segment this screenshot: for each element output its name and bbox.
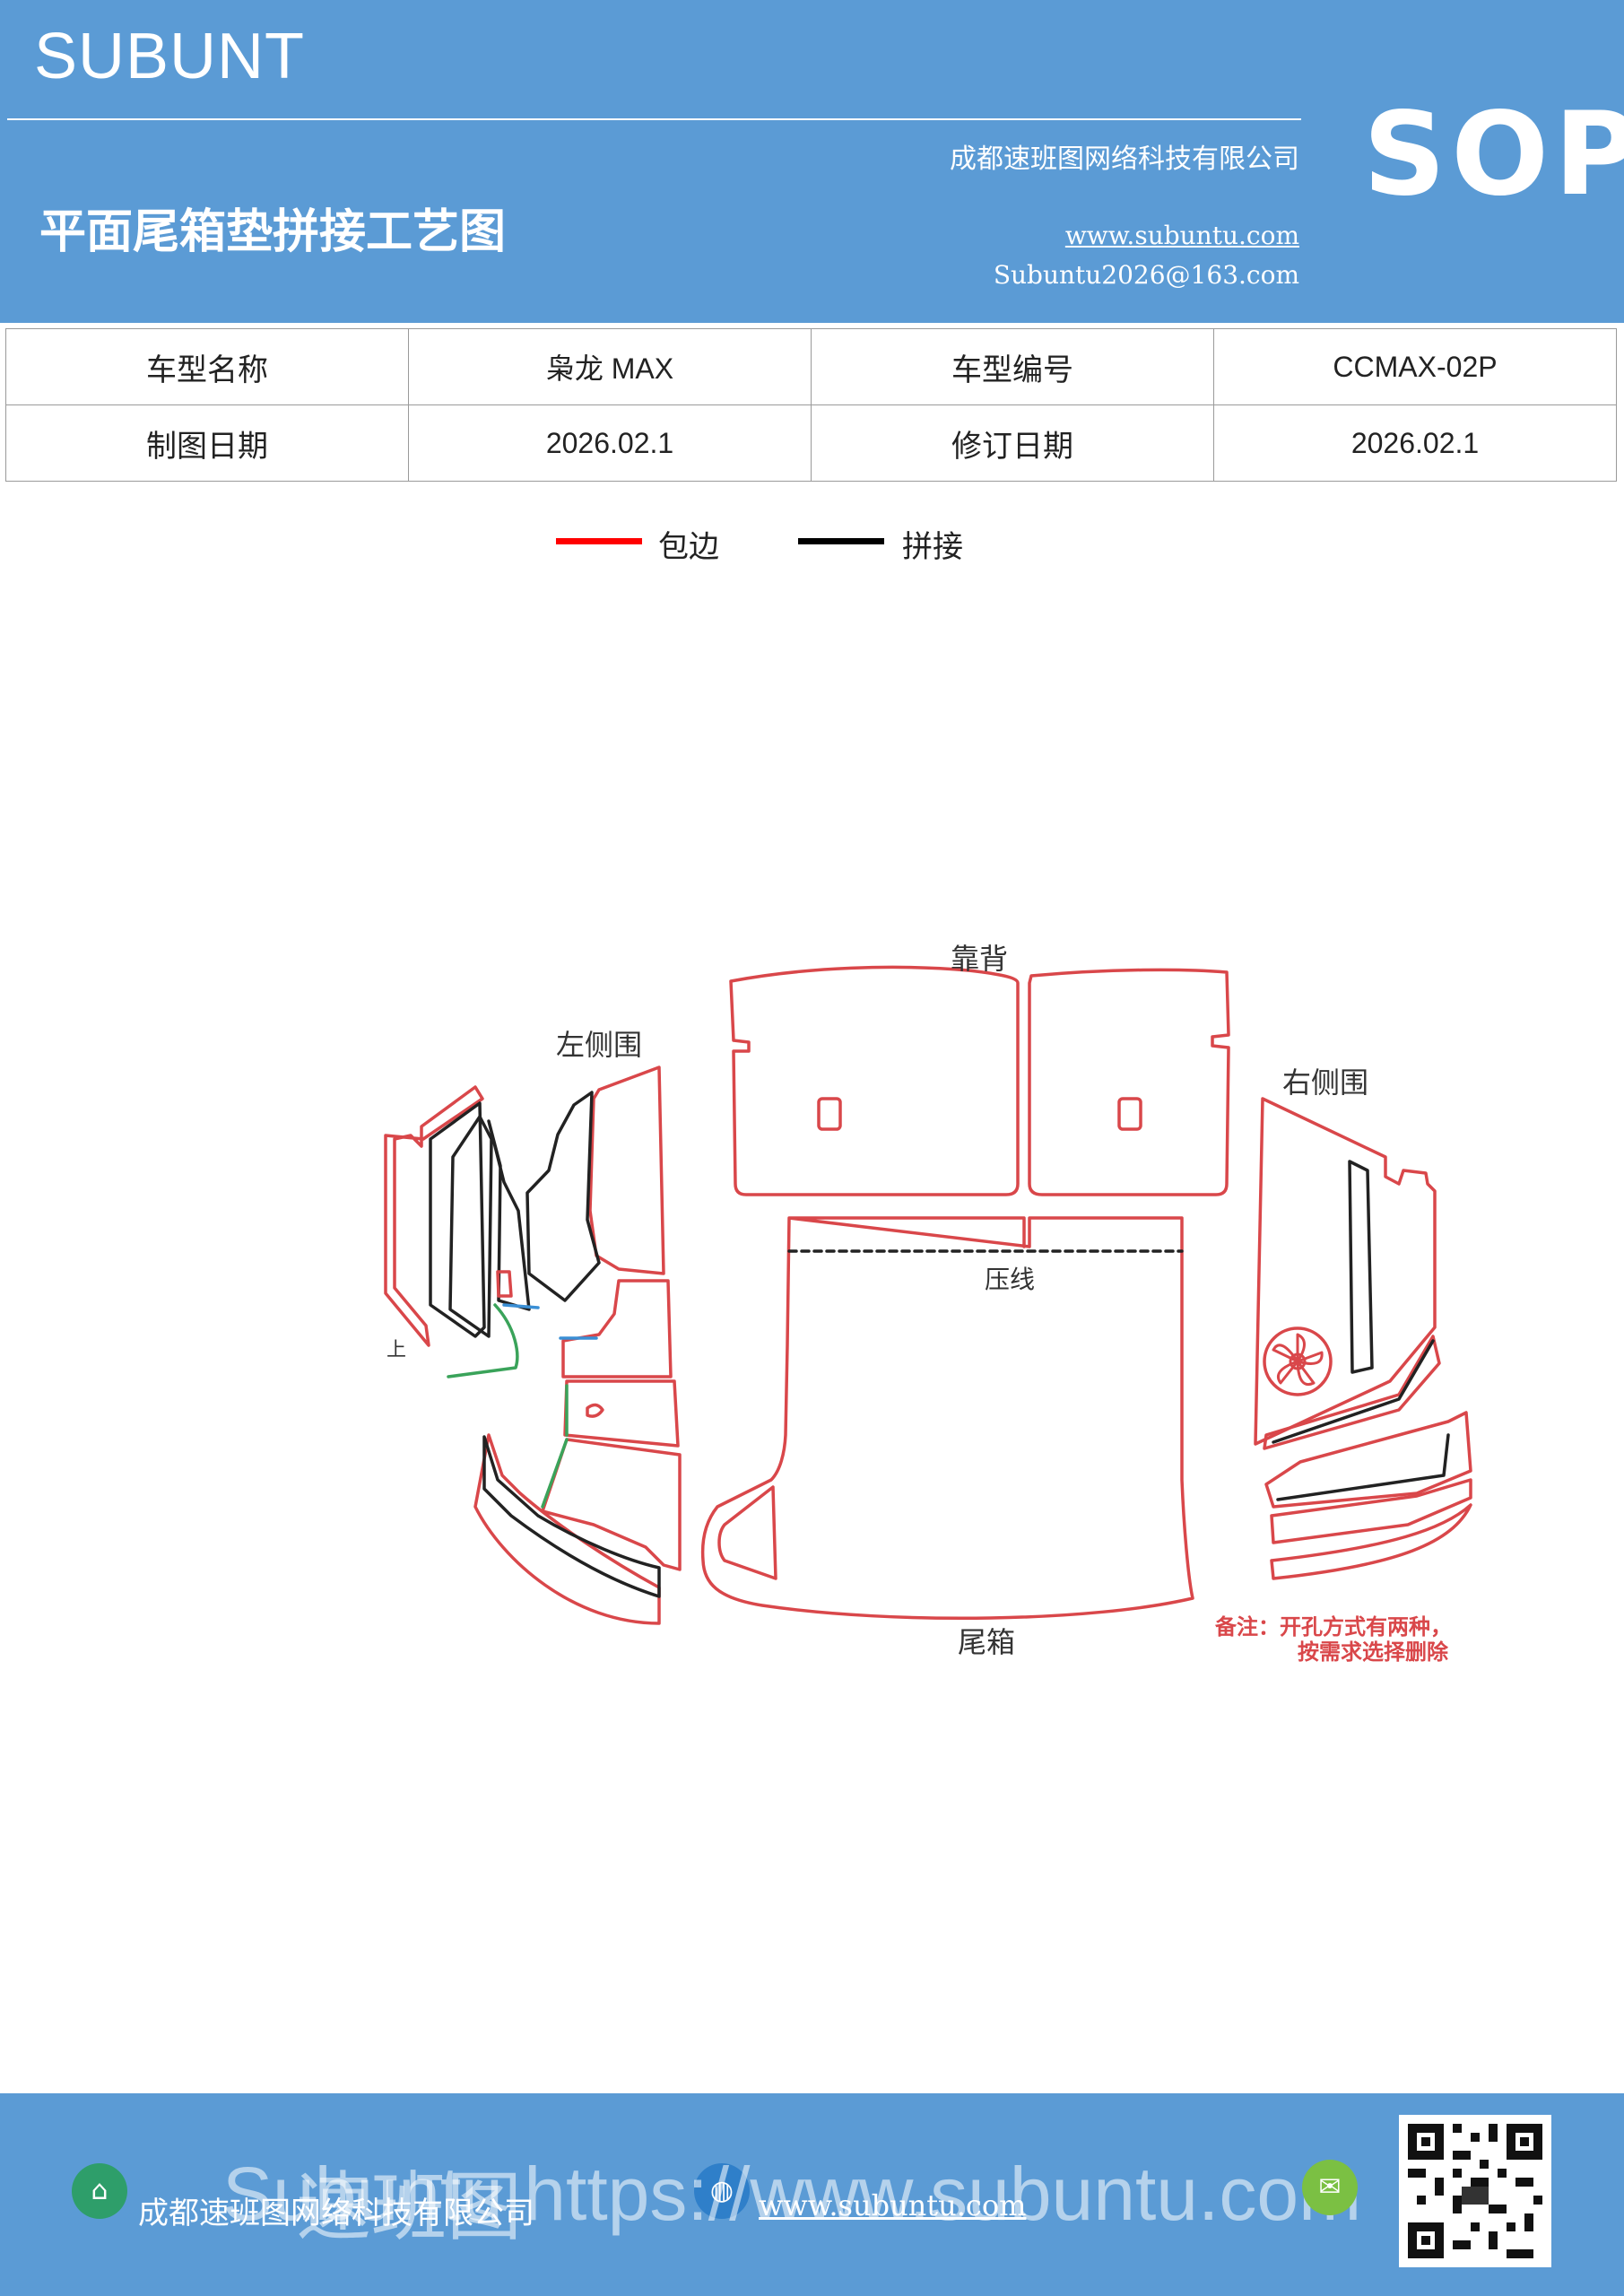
globe-icon: ◍ — [694, 2163, 750, 2219]
left-side-upper-inner — [525, 1091, 601, 1302]
footer-company: 成都速班图网络科技有限公司 — [138, 2196, 534, 2231]
qr-code-icon — [1399, 2115, 1551, 2267]
backrest-right-hole — [1117, 1097, 1142, 1131]
trunk-floor-panel — [700, 1216, 1194, 1621]
left-side-vent-hole — [586, 1403, 604, 1418]
label-left-side: 左侧围 — [556, 1028, 642, 1062]
table-row: 车型名称 枭龙 MAX 车型编号 CCMAX-02P — [5, 328, 1617, 405]
note-line-2: 按需求选择删除 — [1298, 1639, 1449, 1665]
header-banner: SUBUNT SOP 平面尾箱垫拼接工艺图 成都速班图网络科技有限公司 www.… — [0, 0, 1624, 323]
left-side-strip-outer — [384, 1085, 484, 1347]
label-press-line: 压线 — [985, 1265, 1035, 1294]
right-side-lower-panel-1 — [1263, 1335, 1441, 1450]
left-side-blue-seam-1 — [502, 1303, 540, 1309]
left-side-strip-inner-2 — [448, 1115, 493, 1338]
company-name: 成都速班图网络科技有限公司 — [950, 144, 1299, 175]
backrest-left-panel — [729, 965, 1020, 1196]
label-cell: 车型名称 — [5, 328, 409, 405]
document-title: 平面尾箱垫拼接工艺图 — [39, 205, 507, 259]
value-cell: 2026.02.1 — [1213, 404, 1617, 482]
left-side-small-tab — [496, 1270, 513, 1298]
watermark-url: Subuntu https://www.subuntu.com — [222, 2152, 1362, 2236]
label-right-side: 右侧围 — [1282, 1065, 1368, 1100]
footer-watermark-text: Subuntu https://www.subuntu.com — [222, 2151, 1361, 2238]
backrest-left-hole — [817, 1097, 842, 1131]
legend-edge-label: 包边 — [658, 529, 719, 565]
note-line-1: 备注：开孔方式有两种， — [1214, 1614, 1452, 1639]
label-cell: 制图日期 — [5, 404, 409, 482]
email-address[interactable]: Subuntu2026@163.com — [993, 260, 1299, 290]
legend-seam-label: 拼接 — [902, 529, 963, 565]
fan-icon — [1272, 1333, 1324, 1386]
legend-seam-swatch — [798, 538, 884, 544]
label-small-mark: 上 — [386, 1339, 406, 1361]
backrest-right-panel — [1028, 968, 1230, 1196]
value-cell: 2026.02.1 — [408, 404, 812, 482]
left-side-mid-panel-1 — [561, 1279, 673, 1378]
footer-banner: ⌂ 成都速班图网络科技有限公司 ◍ www.subuntu.com Subunt… — [0, 2093, 1624, 2296]
footer-watermark-cn: 速班图 — [296, 2163, 523, 2251]
value-cell: 枭龙 MAX — [408, 328, 812, 405]
left-side-arch-outer — [473, 1433, 661, 1625]
left-side-lower-panel — [541, 1438, 682, 1571]
left-side-upper-panel — [588, 1065, 665, 1275]
mat-layout-diagram: 靠背 左侧围 右侧围 压线 尾箱 上 备注：开孔方式有两种， 按需求选择删除 — [384, 942, 1472, 1665]
label-cell: 修订日期 — [811, 404, 1214, 482]
right-side-arch — [1270, 1503, 1472, 1580]
table-row: 制图日期 2026.02.1 修订日期 2026.02.1 — [5, 404, 1617, 482]
header-divider — [7, 118, 1301, 120]
right-side-main-panel — [1254, 1097, 1437, 1446]
left-side-green-seam-3 — [541, 1438, 569, 1509]
legend: 包边 拼接 — [0, 522, 1624, 576]
wechat-icon: ✉ — [1302, 2160, 1358, 2215]
vehicle-info-table: 车型名称 枭龙 MAX 车型编号 CCMAX-02P 制图日期 2026.02.… — [5, 328, 1617, 482]
right-side-inner-strip — [1348, 1160, 1374, 1374]
right-side-lower-panel-3 — [1270, 1478, 1472, 1544]
label-trunk: 尾箱 — [958, 1625, 1015, 1659]
left-side-strip-inner-3 — [487, 1119, 531, 1311]
right-side-lower-panel-2 — [1264, 1411, 1472, 1509]
left-side-arch-inner — [482, 1435, 661, 1598]
left-side-mid-panel-2 — [563, 1379, 680, 1448]
right-side-lower-seam-1 — [1272, 1339, 1435, 1444]
brand-name: SUBUNT — [34, 21, 306, 92]
trunk-corner-cutout — [717, 1485, 777, 1580]
legend-edge-swatch — [556, 538, 642, 544]
left-side-strip-inner-1 — [429, 1101, 486, 1338]
sop-badge: SOP — [1363, 88, 1624, 222]
right-side-lower-seam-2 — [1276, 1433, 1450, 1501]
value-cell: CCMAX-02P — [1213, 328, 1617, 405]
label-cell: 车型编号 — [811, 328, 1214, 405]
footer-website-link[interactable]: www.subuntu.com — [759, 2188, 1027, 2222]
website-link[interactable]: www.subuntu.com — [1064, 221, 1299, 250]
left-side-green-seam-1 — [447, 1303, 519, 1378]
right-side-fan-circle — [1263, 1326, 1333, 1396]
qr-pattern — [1399, 2115, 1551, 2267]
label-backrest: 靠背 — [951, 942, 1008, 976]
building-icon: ⌂ — [72, 2163, 127, 2219]
